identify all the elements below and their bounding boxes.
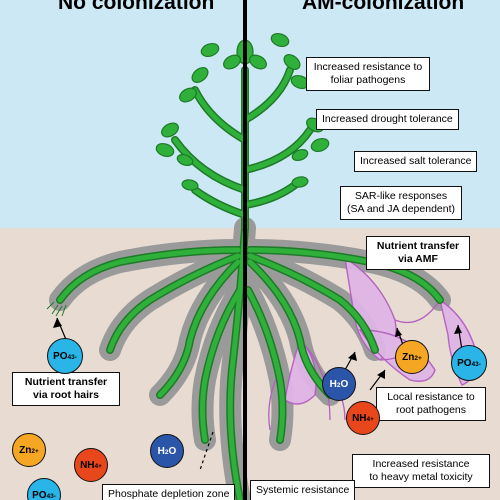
leaves xyxy=(155,32,330,191)
heading-no-colonization: No colonization xyxy=(58,0,215,14)
roots-fill xyxy=(57,225,443,500)
label-salt-tolerance: Increased salt tolerance xyxy=(354,151,478,172)
heading-am-colonization: AM-colonization xyxy=(302,0,465,14)
label-sar-responses: SAR-like responses(SA and JA dependent) xyxy=(340,186,462,220)
label-drought-tolerance: Increased drought tolerance xyxy=(316,109,459,130)
root-hairs xyxy=(46,301,67,317)
arrow-heads xyxy=(53,318,462,379)
label-phosphate-depletion-zone: Phosphate depletion zone xyxy=(102,484,236,500)
label-systemic-resistance: Systemic resistance xyxy=(250,480,356,500)
